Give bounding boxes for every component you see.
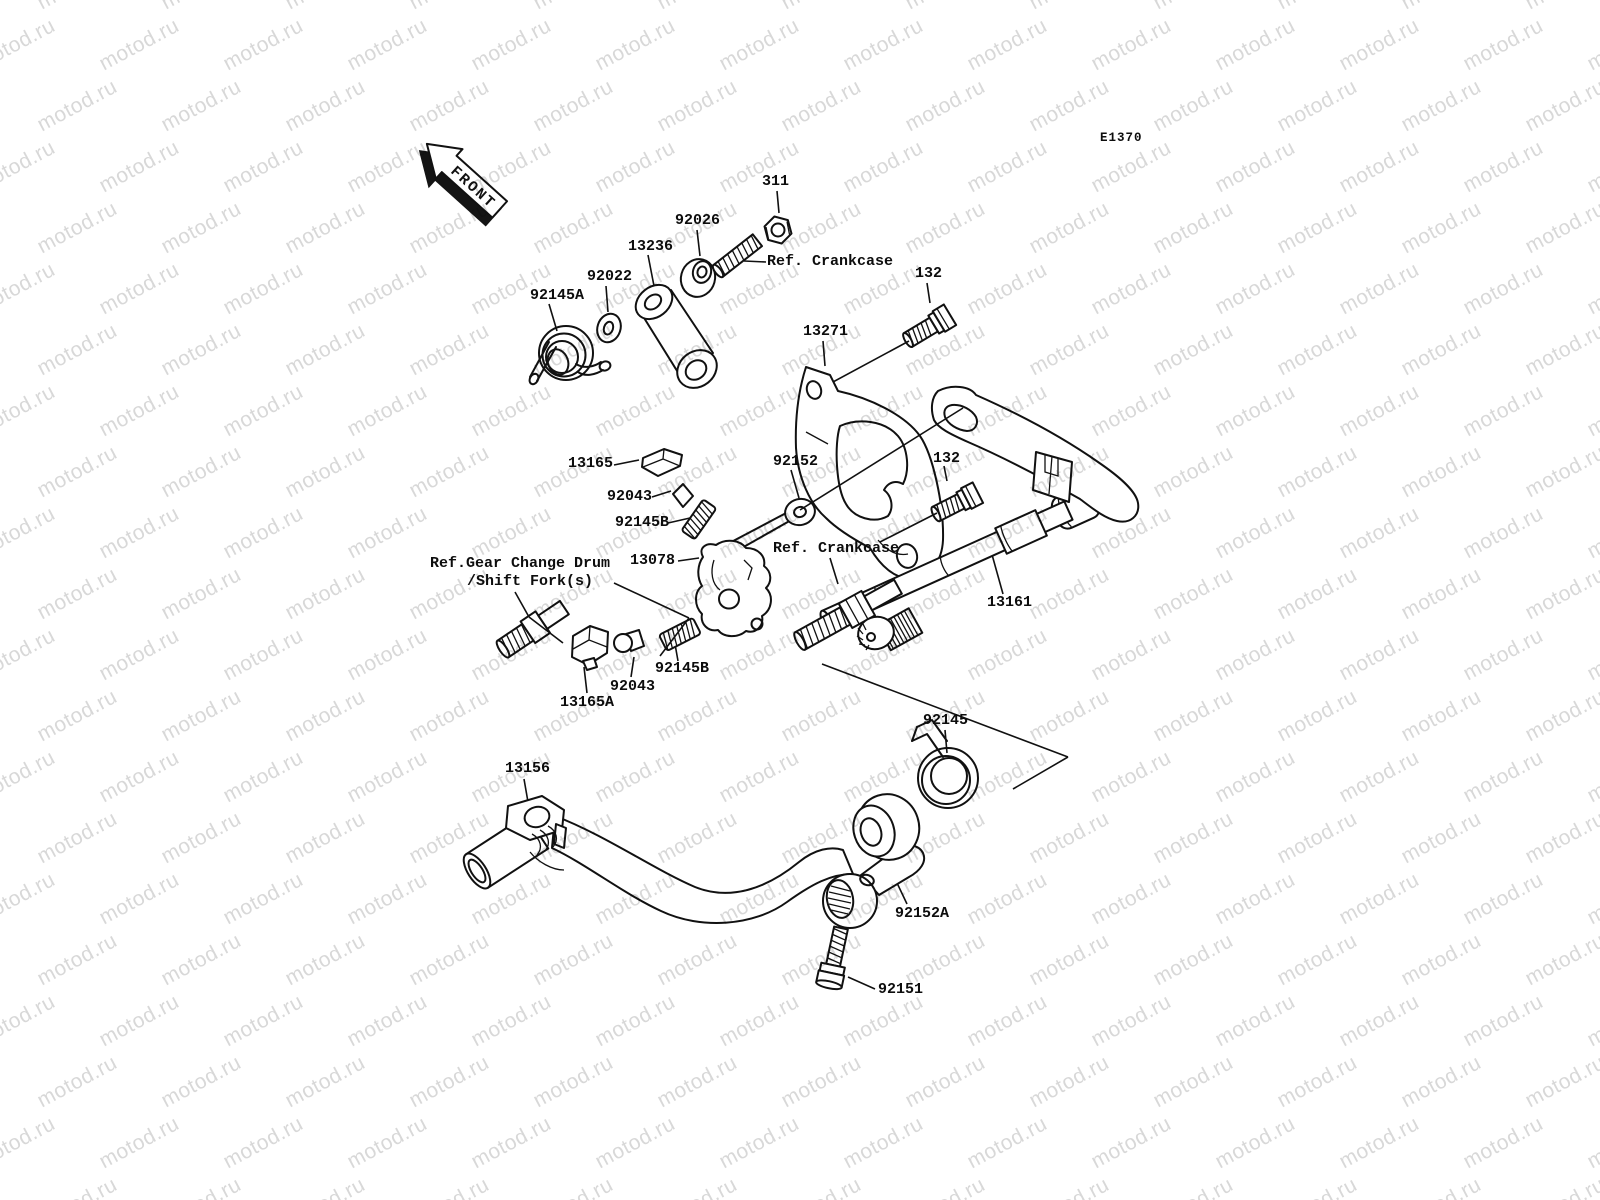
pointer-lines (528, 340, 1069, 790)
shift-mechanism-13078-drawing (695, 511, 794, 638)
front-arrow: FRONT (418, 142, 509, 227)
torsion-spring-92145-drawing (911, 719, 979, 809)
plate-13271-drawing (794, 366, 945, 580)
stud-bolt-drawing (711, 233, 764, 279)
bolt-132-second-drawing (930, 481, 985, 523)
nut-311-drawing (763, 215, 793, 245)
pedal-clamp-spring (529, 825, 565, 871)
collar-92026-drawing (679, 258, 717, 298)
shift-arm-13236-drawing (634, 283, 718, 389)
pawl-13165-drawing (641, 448, 683, 477)
pawl-13165A-drawing (571, 625, 609, 671)
screw-gear-drum-drawing (495, 599, 570, 659)
bushing-92152A-drawing (852, 793, 921, 861)
spring-92145B-bottom-drawing (658, 617, 701, 651)
pedal-13156-drawing (462, 795, 926, 929)
pin-92043-bottom-drawing (613, 629, 645, 653)
spring-92145B-top-drawing (681, 499, 717, 540)
washer-92022-drawing (596, 312, 622, 344)
pin-92043-top-drawing (672, 483, 694, 508)
torsion-spring-92145A-drawing (528, 325, 612, 386)
diagram-code: E1370 (1100, 131, 1143, 145)
adjuster-bolt-drawing (793, 578, 903, 651)
bolt-132-top-drawing (902, 303, 958, 349)
bolt-92151-drawing (815, 925, 849, 991)
bracket-drawing (930, 385, 1140, 523)
splined-cap-drawing (856, 615, 895, 651)
